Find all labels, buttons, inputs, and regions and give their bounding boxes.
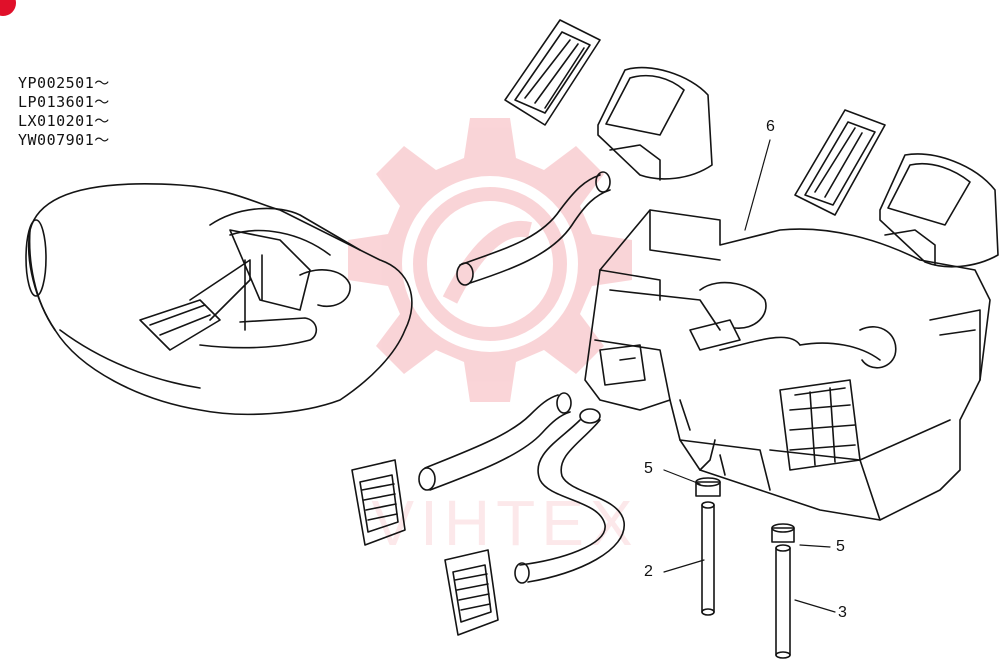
serial-range: LX010201～ — [18, 112, 110, 130]
corner-badge — [0, 0, 16, 16]
hose-clamp-left — [695, 477, 721, 497]
vent-grille-top-left — [504, 19, 601, 126]
console-housing — [25, 183, 413, 416]
callout-6: 6 — [766, 118, 775, 135]
watermark-gear-logo — [348, 118, 632, 402]
vent-grille-top-right — [794, 109, 886, 216]
heater-unit-assembly — [584, 209, 991, 521]
vent-outlet-lower-left — [351, 459, 406, 546]
vent-outlet-lower-right — [444, 549, 499, 636]
hose-clamp-right — [771, 523, 795, 543]
flex-duct-upper — [456, 171, 611, 286]
serial-range: YP002501～ — [18, 74, 110, 92]
flex-duct-lower-right — [514, 408, 625, 584]
vent-outlet-top-right — [879, 153, 999, 268]
callout-5-left: 5 — [644, 460, 653, 477]
flex-duct-lower-left — [418, 392, 572, 491]
callout-3: 3 — [838, 604, 847, 621]
callout-2: 2 — [644, 563, 653, 580]
drain-hose-right — [775, 544, 791, 659]
watermark-text: VIHTEX — [371, 487, 638, 559]
callout-5-right: 5 — [836, 538, 845, 555]
drain-hose-left — [701, 501, 715, 616]
leader-lines — [663, 139, 836, 613]
vent-outlet-top-left — [597, 66, 713, 181]
serial-range: LP013601～ — [18, 93, 110, 111]
serial-number-list: YP002501～ LP013601～ LX010201～ YW007901～ — [18, 74, 110, 150]
serial-range: YW007901～ — [18, 131, 110, 149]
